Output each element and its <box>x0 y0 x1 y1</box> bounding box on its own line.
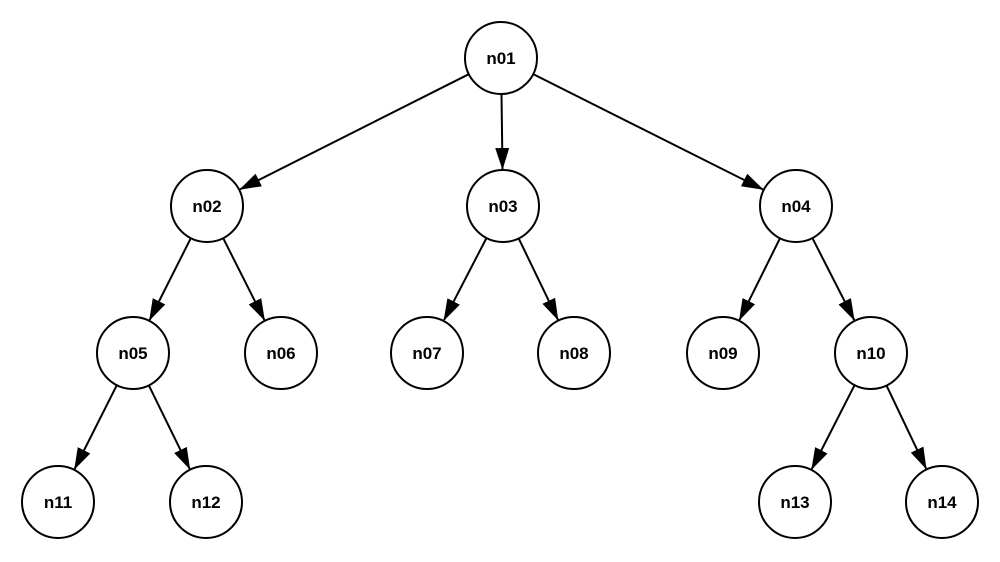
node-label-n09: n09 <box>708 344 737 363</box>
node-circle-n01 <box>464 21 538 95</box>
node-label-n06: n06 <box>266 344 295 363</box>
tree-node-n02: n02 <box>170 169 244 243</box>
node-circle-n13 <box>758 465 832 539</box>
node-label-n01: n01 <box>486 49 515 68</box>
tree-node-n05: n05 <box>96 316 170 390</box>
edge-n01-n04 <box>532 73 764 191</box>
node-circle-n14 <box>905 465 979 539</box>
node-circle-n02 <box>170 169 244 243</box>
node-circle-n07 <box>390 316 464 390</box>
node-circle-n08 <box>537 316 611 390</box>
node-circle-n05 <box>96 316 170 390</box>
edge-n02-n05 <box>148 237 192 321</box>
tree-node-n08: n08 <box>537 316 611 390</box>
node-label-n12: n12 <box>191 493 220 512</box>
edge-n03-n07 <box>443 237 488 321</box>
edge-n10-n13 <box>810 384 856 470</box>
node-label-n08: n08 <box>559 344 588 363</box>
edge-n01-n02 <box>239 73 470 191</box>
node-label-n13: n13 <box>780 493 809 512</box>
tree-node-n06: n06 <box>244 316 318 390</box>
edge-n04-n10 <box>811 237 856 321</box>
edge-n05-n12 <box>147 384 191 470</box>
edge-n01-n03 <box>495 93 510 170</box>
tree-node-n01: n01 <box>464 21 538 95</box>
edge-n04-n09 <box>738 237 781 321</box>
edge-n02-n06 <box>222 237 266 321</box>
tree-node-n03: n03 <box>466 169 540 243</box>
edge-n03-n08 <box>517 237 559 321</box>
tree-node-n12: n12 <box>169 465 243 539</box>
tree-node-n14: n14 <box>905 465 979 539</box>
tree-node-n10: n10 <box>834 316 908 390</box>
edge-n05-n11 <box>73 384 118 470</box>
node-label-n07: n07 <box>412 344 441 363</box>
edge-n10-n14 <box>885 385 928 470</box>
tree-node-n07: n07 <box>390 316 464 390</box>
tree-node-n04: n04 <box>759 169 833 243</box>
node-label-n04: n04 <box>781 197 811 216</box>
node-circle-n09 <box>686 316 760 390</box>
node-circle-n10 <box>834 316 908 390</box>
node-circle-n12 <box>169 465 243 539</box>
node-label-n11: n11 <box>44 493 72 512</box>
tree-node-n09: n09 <box>686 316 760 390</box>
node-label-n02: n02 <box>192 197 221 216</box>
node-circle-n03 <box>466 169 540 243</box>
node-circle-n11 <box>21 465 95 539</box>
node-label-n05: n05 <box>118 344 147 363</box>
node-circle-n06 <box>244 316 318 390</box>
node-label-n14: n14 <box>927 493 957 512</box>
edges-layer <box>73 73 928 470</box>
tree-node-n13: n13 <box>758 465 832 539</box>
nodes-layer: n01 n02 n03 n04 n05 n06 n07 n08 n09 n10 n11 n12 n13 n… <box>21 21 979 539</box>
node-circle-n04 <box>759 169 833 243</box>
tree-node-n11: n11 <box>21 465 95 539</box>
node-label-n10: n10 <box>856 344 885 363</box>
node-label-n03: n03 <box>488 197 517 216</box>
